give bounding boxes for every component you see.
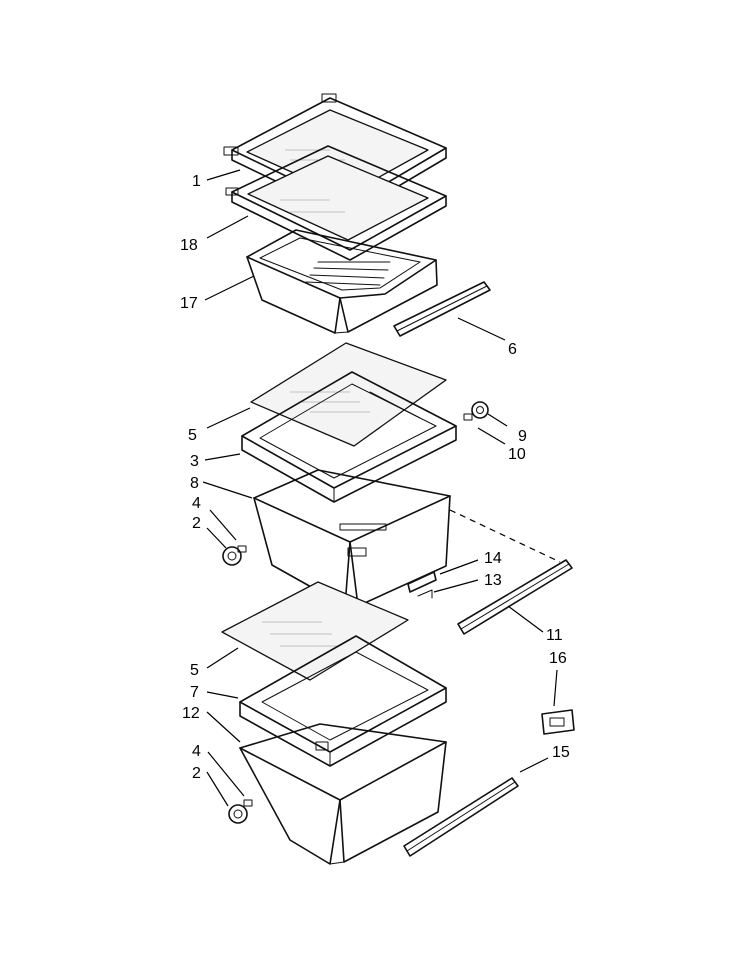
callout-18: 18: [180, 237, 198, 254]
part-14-slide: [407, 571, 437, 593]
callout-15: 15: [552, 744, 570, 761]
callout-17: 17: [180, 295, 198, 312]
callout-6: 6: [508, 341, 517, 358]
callout-14: 14: [484, 550, 502, 567]
part-5-upper-glass: [250, 342, 447, 447]
callout-8: 8: [190, 475, 199, 492]
part-10-screw: [463, 413, 473, 421]
callout-5-upper: 5: [188, 427, 197, 444]
dashed-guide: [449, 509, 561, 563]
part-16-clip: [541, 709, 575, 735]
callout-5-lower: 5: [190, 662, 199, 679]
part-15-trim: [403, 777, 519, 857]
drawer-ribs: [305, 261, 391, 286]
callout-3: 3: [190, 453, 199, 470]
part-9-knob: [471, 401, 489, 419]
part-2-lower-knob: [228, 799, 253, 824]
part-6-trim: [393, 281, 491, 337]
part-5-lower-glass: [221, 581, 409, 681]
callout-2-upper: 2: [192, 515, 201, 532]
callout-labels: 1 18 17 6 5 9 10 3 8 4 2 14 13 11 16 5 7…: [180, 173, 570, 782]
callout-4-lower: 4: [192, 743, 201, 760]
callout-10: 10: [508, 446, 526, 463]
callout-4-upper: 4: [192, 495, 201, 512]
callout-12: 12: [182, 705, 200, 722]
part-3-frame: [241, 371, 457, 503]
part-18-shelf-frame: [225, 145, 447, 261]
part-2-upper-knob: [222, 545, 247, 566]
callout-2-lower: 2: [192, 765, 201, 782]
part-17-drawer: [246, 229, 438, 334]
part-8-crisper-drawer: [253, 469, 451, 607]
callout-11: 11: [546, 627, 563, 644]
part-13-slide: [417, 589, 433, 599]
leader-lines: [202, 169, 558, 807]
part-12-drawer: [239, 723, 447, 865]
part-11-trim: [449, 509, 573, 635]
callout-9: 9: [518, 428, 527, 445]
callout-1: 1: [192, 173, 201, 190]
callout-7: 7: [190, 684, 199, 701]
callout-16: 16: [549, 650, 567, 667]
callout-13: 13: [484, 572, 502, 589]
